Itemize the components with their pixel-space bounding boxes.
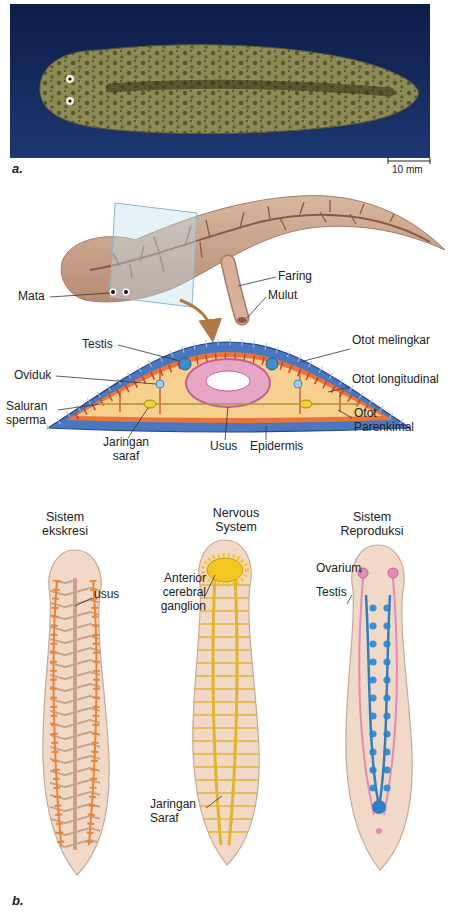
- circular-muscle: [66, 352, 393, 423]
- part-label: Sistem ekskresi: [28, 510, 102, 539]
- leader-line: [56, 376, 156, 384]
- part-label: Saluran sperma: [6, 400, 61, 428]
- leader-line: [225, 407, 228, 440]
- leader-line: [338, 410, 352, 418]
- leader-line: [58, 404, 100, 410]
- reproductive-worm: [346, 545, 412, 870]
- part-label: Epidermis: [250, 440, 303, 454]
- genital-pore: [376, 828, 382, 834]
- parenchyma: [76, 357, 382, 418]
- part-label: Nervous System: [196, 506, 276, 535]
- body-pattern: [40, 45, 419, 134]
- section-arrow: [180, 300, 212, 334]
- part-label: Ovarium: [316, 562, 361, 576]
- eye: [66, 97, 74, 105]
- part-label: Usus: [210, 440, 237, 454]
- leader-line: [328, 387, 350, 392]
- section-plane: [110, 203, 197, 307]
- leader-line: [118, 345, 180, 361]
- part-label: Mata: [18, 290, 45, 304]
- testis: [266, 358, 278, 370]
- cerebral-ganglion: [207, 558, 243, 582]
- oviduct: [294, 380, 302, 388]
- part-label: Mulut: [268, 289, 297, 303]
- excretory-canal: [54, 580, 61, 845]
- nerve-cord: [300, 400, 312, 408]
- part-label: usus: [94, 588, 119, 602]
- eye: [66, 75, 74, 83]
- part-label: Anterior cerebral ganglion: [136, 572, 206, 613]
- leader-line: [75, 598, 92, 606]
- mouth-opening: [237, 317, 247, 323]
- sperm-duct: [366, 595, 378, 801]
- eye-pupil: [124, 290, 128, 294]
- part-label: b.: [12, 894, 24, 909]
- part-label: Otot longitudinal: [352, 373, 447, 387]
- intestine-lumen: [206, 371, 250, 391]
- part-label: Faring: [278, 270, 312, 284]
- leader-line: [128, 408, 148, 438]
- oviduct: [156, 380, 164, 388]
- part-label: a.: [12, 162, 23, 177]
- part-label: Otot melingkar: [352, 334, 432, 348]
- leader-line: [50, 293, 110, 297]
- part-label: Oviduk: [14, 369, 51, 383]
- leader-line: [247, 297, 266, 318]
- leader-line: [238, 277, 276, 286]
- gut: [73, 578, 77, 850]
- flame-cells: [54, 580, 61, 845]
- excretory-canal: [89, 580, 96, 845]
- eye-pupil: [68, 77, 71, 80]
- worm-outline: [346, 545, 412, 870]
- pharynx-outline: [228, 262, 242, 318]
- nerve-cord: [144, 400, 156, 408]
- scale-bar: [388, 161, 430, 162]
- eye: [109, 288, 116, 295]
- ovary: [388, 568, 398, 578]
- part-label: 10 mm: [392, 164, 423, 176]
- ganglion-lobes: [203, 555, 247, 585]
- part-label: Sistem Reproduksi: [330, 510, 414, 539]
- scale-tick: [388, 158, 389, 164]
- copulatory-bulb: [372, 800, 386, 814]
- leader-line: [206, 796, 222, 808]
- flame-cells: [89, 580, 96, 845]
- photo-background: [10, 4, 430, 158]
- part-label: Otot Parenkimal: [354, 407, 434, 435]
- pharynx: [228, 262, 242, 318]
- part-label: Testis: [316, 586, 347, 600]
- testes: [346, 595, 412, 795]
- leader-line: [266, 426, 267, 440]
- sperm-duct: [380, 595, 390, 801]
- planaria-photo-body: [40, 45, 419, 134]
- transverse-nerves: [191, 582, 261, 844]
- eye: [122, 288, 129, 295]
- testis: [179, 358, 191, 370]
- part-label: Jaringan Saraf: [150, 798, 210, 826]
- eye-pupil: [111, 290, 115, 294]
- nerve-cord: [213, 575, 221, 845]
- nerve-cord: [229, 575, 237, 845]
- sperm-duct: [100, 403, 360, 405]
- leader-line: [347, 595, 352, 604]
- intestine: [186, 359, 270, 407]
- eye-pupil: [68, 99, 71, 102]
- scale-tick: [430, 158, 431, 164]
- part-label: Jaringan saraf: [96, 436, 156, 464]
- part-label: Testis: [82, 338, 113, 352]
- longitudinal-muscle: [76, 357, 382, 416]
- gut-shadow: [110, 85, 390, 92]
- leader-lines: [56, 345, 352, 440]
- leader-line: [300, 349, 350, 362]
